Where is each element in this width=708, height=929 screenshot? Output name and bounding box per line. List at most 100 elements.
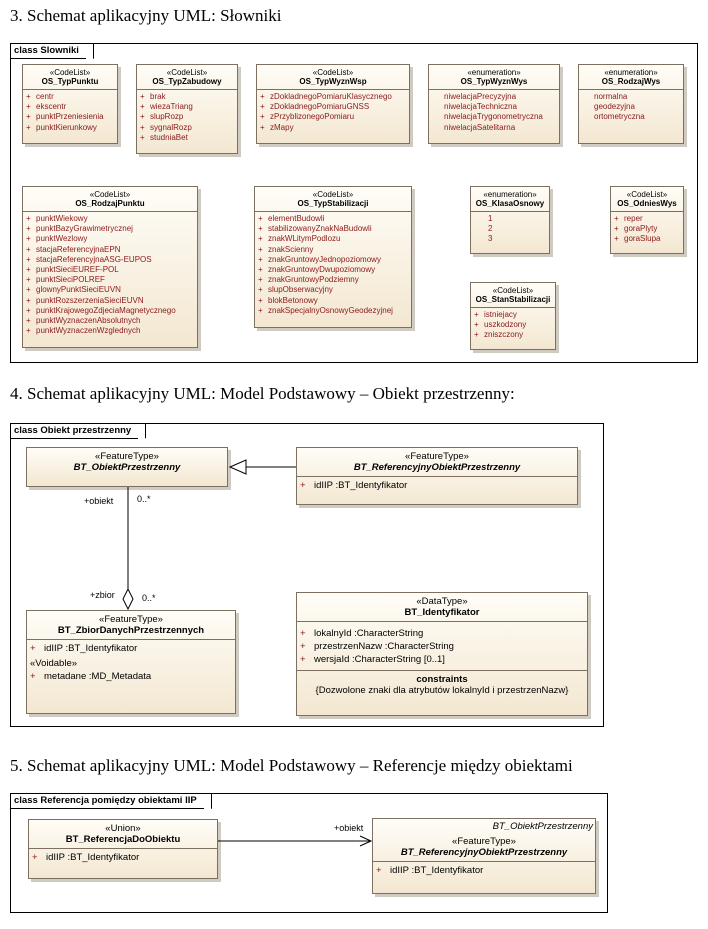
class-header: «CodeList»OS_TypPunktu xyxy=(23,65,117,90)
class-os-typstabilizacji[interactable]: «CodeList»OS_TypStabilizacji+elementBudo… xyxy=(254,186,412,328)
attribute: normalna xyxy=(594,92,628,101)
frame-label: class Obiekt przestrzenny xyxy=(11,424,147,439)
stereotype: «CodeList» xyxy=(89,190,131,199)
attribute: +glownyPunktSieciEUVN xyxy=(26,285,121,295)
attribute: +punktWezlowy xyxy=(26,234,88,244)
class-name: OS_RodzajWys xyxy=(601,77,661,86)
class-header: «CodeList»OS_StanStabilizacji xyxy=(471,283,555,308)
constraint-text: {Dozwolone znaki dla atrybutów lokalnyId… xyxy=(315,685,569,696)
stereotype: «FeatureType» xyxy=(99,614,163,625)
class-name: OS_OdniesWys xyxy=(617,199,677,208)
class-os-rodzajpunktu[interactable]: «CodeList»OS_RodzajPunktu+punktWiekowy+p… xyxy=(22,186,198,348)
attribute: +punktBazyGrawimetrycznej xyxy=(26,224,133,234)
stereotype: «enumeration» xyxy=(467,68,521,77)
attribute: +ekscentr xyxy=(26,102,67,112)
attribute: +znakGruntowyPodziemny xyxy=(258,275,359,285)
class-os-typzabudowy[interactable]: «CodeList»OS_TypZabudowy+brak+wiezaTrian… xyxy=(136,64,238,154)
class-header: «CodeList»OS_TypWyznWsp xyxy=(257,65,409,90)
attribute: +zPrzyblizonegoPomiaru xyxy=(260,112,355,122)
attribute: +punktKierunkowy xyxy=(26,122,97,132)
attribute: +idIIP :BT_Identyfikator xyxy=(300,480,408,491)
class-name: OS_KlasaOsnowy xyxy=(475,199,545,208)
attribute: +znakScienny xyxy=(258,244,314,254)
attribute: 1 xyxy=(488,214,493,223)
attribute: +slupRozp xyxy=(140,112,184,122)
attribute: +przestrzenNazw :CharacterString xyxy=(300,641,454,652)
attribute: +wersjaId :CharacterString [0..1] xyxy=(300,654,445,665)
attribute: niwelacjaPrecyzyjna xyxy=(444,92,517,101)
heading-referencje: 5. Schemat aplikacyjny UML: Model Podsta… xyxy=(10,756,573,775)
multiplicity-bottom-label: 0..* xyxy=(142,593,156,603)
attribute: +zniszczony xyxy=(474,330,524,340)
class-os-odnieswys[interactable]: «CodeList»OS_OdniesWys+reper+goraPlyty+g… xyxy=(610,186,684,254)
attribute: +metadane :MD_Metadata xyxy=(30,671,152,682)
attribute: +istniejacy xyxy=(474,310,517,319)
stereotype: «enumeration» xyxy=(604,68,658,77)
class-os-typwyznwys[interactable]: «enumeration»OS_TypWyznWys niwelacjaPrecy… xyxy=(428,64,560,144)
attribute: +idIIP :BT_Identyfikator xyxy=(30,643,138,654)
frame-label: class Referencja pomiędzy obiektami IIP xyxy=(11,794,212,809)
role-obiekt-ref-label: +obiekt xyxy=(334,823,364,833)
class-name: OS_TypWyznWsp xyxy=(299,77,367,86)
stereotype: «CodeList» xyxy=(49,68,91,77)
class-bt-referencyjnyobiektprzestrzenny[interactable]: «FeatureType» BT_ReferencyjnyObiektPrzes… xyxy=(296,447,578,505)
stereotype: «CodeList» xyxy=(492,286,534,295)
class-header: «enumeration»OS_KlasaOsnowy xyxy=(471,187,549,212)
attribute: +blokBetonowy xyxy=(258,295,318,305)
class-os-typwyznwsp[interactable]: «CodeList»OS_TypWyznWsp +zDokladnegoPomia… xyxy=(256,64,410,144)
stereotype: «FeatureType» xyxy=(95,451,159,462)
attribute: +punktWyznaczenWzglednych xyxy=(26,326,141,336)
class-bt-obiektprzestrzenny[interactable]: «FeatureType» BT_ObiektPrzestrzenny xyxy=(26,447,228,487)
class-name: BT_ReferencyjnyObiektPrzestrzenny xyxy=(353,462,521,473)
class-name: BT_ReferencjaDoObiektu xyxy=(65,834,181,845)
attribute: +zMapy xyxy=(260,122,294,132)
attribute: +zDokladnegoPomiaruKlasycznego xyxy=(260,92,392,101)
attribute: +stacjaReferencyjnaEPN xyxy=(26,244,121,254)
class-bt-zbiordanychprzestrzennych[interactable]: «FeatureType» BT_ZbiorDanychPrzestrzenny… xyxy=(26,610,236,714)
attribute: +goraSlupa xyxy=(614,234,661,244)
stereotype: «Union» xyxy=(105,823,141,834)
attribute: +idIIP :BT_Identyfikator xyxy=(32,852,140,863)
constraints-section: constraints {Dozwolone znaki dla atrybut… xyxy=(297,670,587,699)
class-header: «CodeList»OS_TypZabudowy xyxy=(137,65,237,90)
class-name: OS_TypStabilizacji xyxy=(297,199,369,208)
attribute: +znakGruntowyJednopoziomowy xyxy=(258,254,381,264)
attribute: +punktPrzeniesienia xyxy=(26,112,104,122)
attribute: +uszkodzony xyxy=(474,320,527,330)
class-name: OS_TypWyznWys xyxy=(460,77,528,86)
class-name: OS_StanStabilizacji xyxy=(475,295,551,304)
stereotype: «CodeList» xyxy=(626,190,668,199)
attribute: ortometryczna xyxy=(594,112,645,122)
role-zbior-label: +zbior xyxy=(90,590,115,600)
attribute: 2 xyxy=(488,224,493,234)
attribute: +punktSieciPOLREF xyxy=(26,275,105,285)
parent-class-name: BT_ObiektPrzestrzenny xyxy=(492,821,593,832)
attribute: +punktWyznaczenAbsolutnych xyxy=(26,316,141,326)
stereotype: «CodeList» xyxy=(166,68,208,77)
class-name: BT_ZbiorDanychPrzestrzennych xyxy=(57,625,205,636)
class-os-typpunktu[interactable]: «CodeList»OS_TypPunktu+centr+ekscentr+pu… xyxy=(22,64,118,144)
attribute: +stabilizowanyZnakNaBudowli xyxy=(258,224,372,234)
class-header: «enumeration»OS_RodzajWys xyxy=(579,65,683,90)
attribute: +sygnalRozp xyxy=(140,122,192,132)
class-name: OS_RodzajPunktu xyxy=(75,199,145,208)
attribute: +zDokladnegoPomiaruGNSS xyxy=(260,102,370,112)
attribute: niwelacjaTrygonometryczna xyxy=(444,112,543,122)
attribute: +studniaBet xyxy=(140,132,188,142)
attribute: niwelacjaTechniczna xyxy=(444,102,517,112)
class-os-stanstabilizacji[interactable]: «CodeList»OS_StanStabilizacji +istniejacy… xyxy=(470,282,556,350)
class-bt-identyfikator[interactable]: «DataType» BT_Identyfikator +lokalnyId :… xyxy=(296,592,588,716)
class-bt-referencyjnyobiekt-target[interactable]: BT_ObiektPrzestrzenny «FeatureType» BT_R… xyxy=(372,818,596,894)
attribute: +wiezaTriang xyxy=(140,102,193,112)
attribute: niwelacjaSatelitarna xyxy=(444,122,516,132)
frame-label: class Slowniki xyxy=(11,44,94,59)
class-header: «CodeList»OS_RodzajPunktu xyxy=(23,187,197,212)
heading-slowniki: 3. Schemat aplikacyjny UML: Słowniki xyxy=(10,6,282,25)
class-bt-referencjadoobiektu[interactable]: «Union» BT_ReferencjaDoObiektu +idIIP :B… xyxy=(28,819,218,879)
attribute: +lokalnyId :CharacterString xyxy=(300,628,424,639)
class-name: BT_Identyfikator xyxy=(404,607,480,618)
stereotype: «CodeList» xyxy=(312,190,354,199)
attribute: +idIIP :BT_Identyfikator xyxy=(376,865,484,876)
